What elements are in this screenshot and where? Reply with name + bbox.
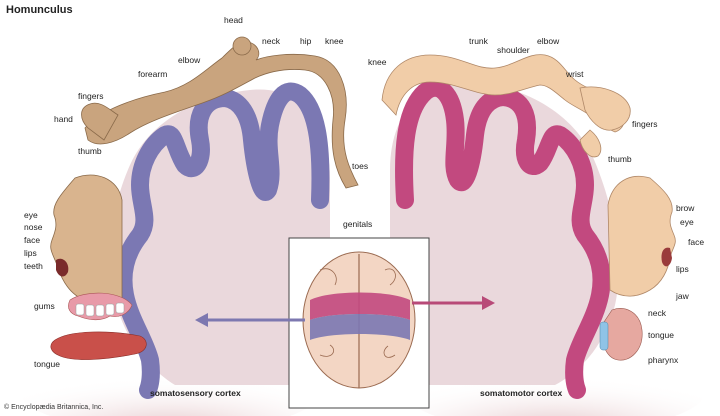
- label-motor-face: face: [688, 237, 705, 247]
- label-motor-trunk: trunk: [469, 36, 488, 46]
- sensory-face: [50, 174, 123, 307]
- caption-somatomotor-cortex: somatomotor cortex: [480, 388, 563, 398]
- label-sensory-hand: hand: [54, 114, 73, 124]
- top-view-sensory-strip: [310, 314, 410, 340]
- top-view-brain: [302, 251, 416, 389]
- label-sensory-thumb: thumb: [78, 146, 102, 156]
- teeth-and-gums: [68, 292, 133, 321]
- sensory-homunculus-body: [81, 36, 359, 189]
- label-motor-knee: knee: [368, 57, 387, 67]
- arrow-to-motor: [412, 296, 495, 310]
- label-motor-tongue: tongue: [648, 330, 674, 340]
- label-sensory-forearm: forearm: [138, 69, 168, 79]
- caption-somatosensory-cortex: somatosensory cortex: [150, 388, 241, 398]
- label-motor-pharynx: pharynx: [648, 355, 679, 365]
- label-motor-wrist: wrist: [566, 69, 584, 79]
- label-motor-brow: brow: [676, 203, 695, 213]
- pharynx-section: [599, 308, 643, 361]
- label-motor-neck: neck: [648, 308, 666, 318]
- label-sensory-neck: neck: [262, 36, 280, 46]
- label-sensory-eye: eye: [24, 210, 38, 220]
- copyright-credit: © Encyclopædia Britannica, Inc.: [4, 404, 104, 411]
- label-sensory-tongue: tongue: [34, 359, 60, 369]
- label-motor-jaw: jaw: [676, 291, 689, 301]
- arrow-to-sensory: [195, 313, 305, 327]
- motor-cortex-band: [395, 78, 611, 399]
- label-sensory-nose: nose: [24, 222, 43, 232]
- label-sensory-hip: hip: [300, 36, 312, 46]
- motor-face: [607, 175, 676, 297]
- label-sensory-knee: knee: [325, 36, 344, 46]
- label-sensory-gums: gums: [34, 301, 55, 311]
- motor-hemisphere: [390, 78, 619, 399]
- label-sensory-toes: toes: [352, 161, 369, 171]
- label-sensory-teeth: teeth: [24, 261, 43, 271]
- sensory-hemisphere: [110, 82, 330, 399]
- label-sensory-face: face: [24, 235, 41, 245]
- top-view-motor-strip: [310, 292, 410, 320]
- label-motor-fingers: fingers: [632, 119, 658, 129]
- label-motor-lips: lips: [676, 264, 689, 274]
- label-motor-shoulder: shoulder: [497, 45, 530, 55]
- label-sensory-genitals: genitals: [343, 219, 373, 229]
- label-motor-thumb: thumb: [608, 154, 632, 164]
- label-motor-eye: eye: [680, 217, 694, 227]
- sensory-tongue: [50, 331, 147, 360]
- motor-homunculus-body: [381, 54, 631, 158]
- diagram-title: Homunculus: [6, 4, 73, 16]
- label-sensory-lips: lips: [24, 248, 37, 258]
- label-sensory-fingers: fingers: [78, 91, 104, 101]
- label-sensory-head: head: [224, 15, 243, 25]
- label-motor-elbow: elbow: [537, 36, 560, 46]
- label-sensory-elbow: elbow: [178, 55, 201, 65]
- sensory-cortex-band: [114, 82, 330, 399]
